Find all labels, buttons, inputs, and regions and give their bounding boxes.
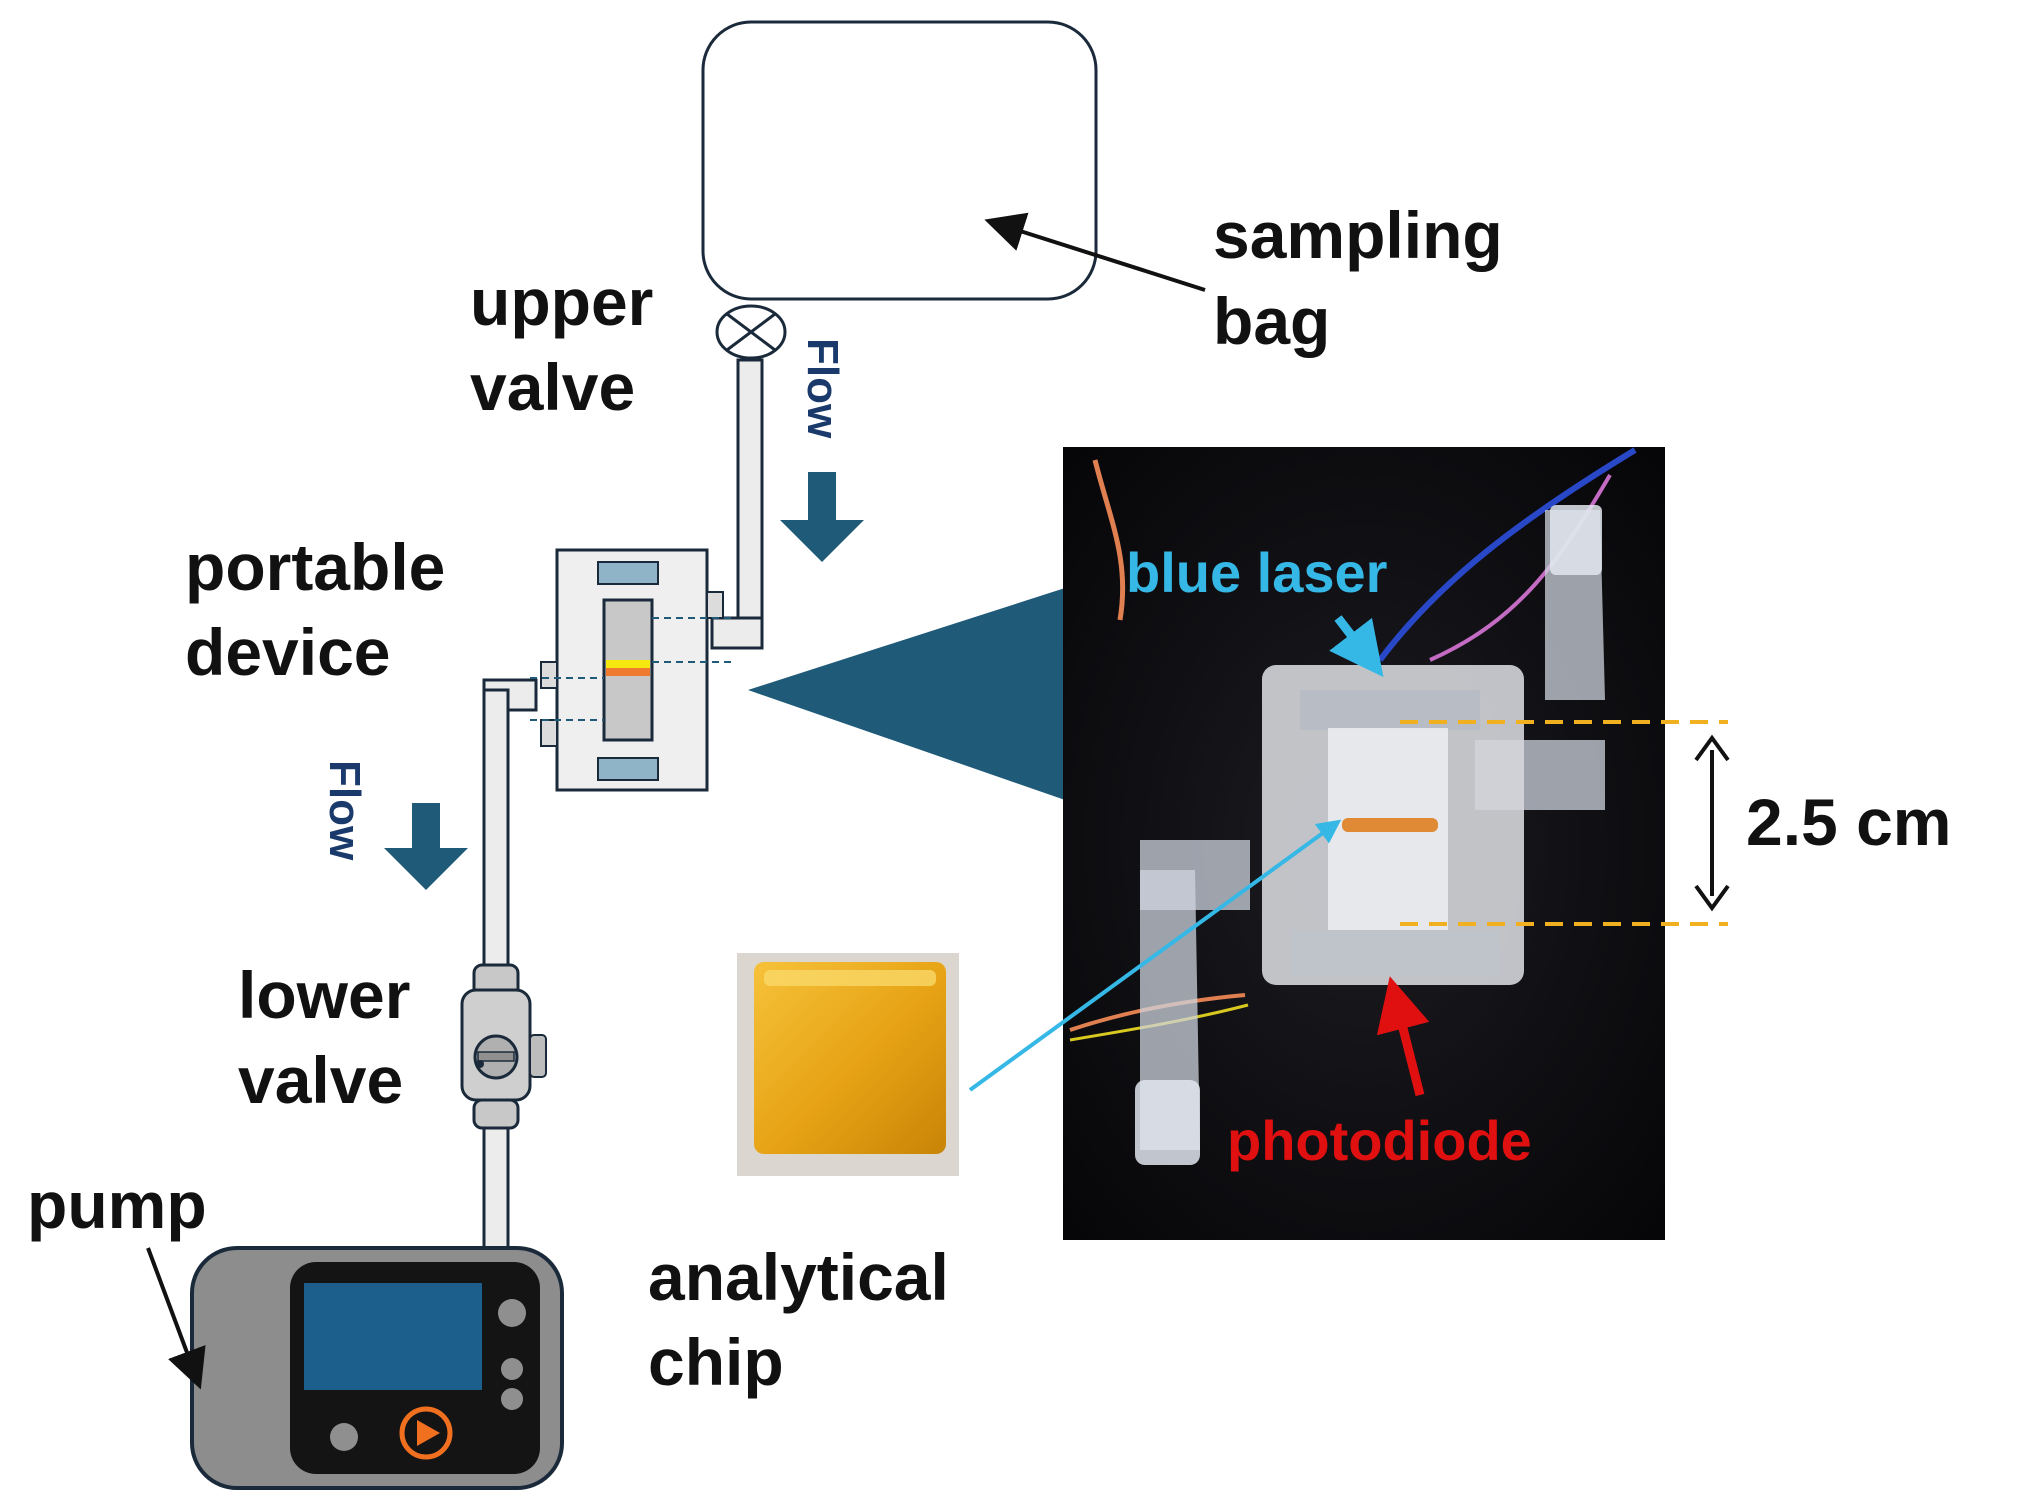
pump-pointer-arrow <box>146 1247 206 1390</box>
analytical-chip-label-line2: chip <box>648 1325 784 1399</box>
upper-valve-icon <box>715 304 787 360</box>
flow-arrow-upper <box>780 472 864 562</box>
lower-valve-label-line2: valve <box>238 1043 403 1117</box>
sampling-bag <box>701 20 1098 301</box>
lower-valve-label-line1: lower <box>238 958 410 1032</box>
photodiode-label: photodiode <box>1227 1109 1532 1172</box>
upper-valve-label-line1: upper <box>470 265 653 339</box>
portable-device-icon <box>530 548 735 792</box>
callout-wedge <box>748 588 1065 800</box>
upper-valve-label-line2: valve <box>470 350 635 424</box>
sampling-bag-pointer-arrow <box>984 212 1206 292</box>
blue-laser-label: blue laser <box>1126 541 1387 604</box>
blue-laser-pointer-arrow <box>1329 615 1384 678</box>
dimension-marker <box>1400 720 1730 926</box>
analytical-chip-label-line1: analytical <box>648 1240 949 1314</box>
device-photo <box>1063 447 1665 1240</box>
pump-icon <box>190 1246 564 1490</box>
tubing <box>482 358 764 1252</box>
pump-label: pump <box>27 1168 207 1242</box>
portable-device-label-line1: portable <box>185 530 445 604</box>
lower-valve-icon <box>460 963 547 1130</box>
sampling-bag-label-line2: bag <box>1213 284 1330 358</box>
analytical-chip-photo <box>737 953 959 1176</box>
photodiode-pointer-arrow <box>1376 976 1430 1097</box>
chip-pointer-line <box>968 819 1342 1092</box>
sampling-bag-label-line1: sampling <box>1213 198 1503 272</box>
flow-arrow-lower <box>384 803 468 890</box>
dimension-label: 2.5 cm <box>1746 785 1951 859</box>
portable-device-label-line2: device <box>185 615 390 689</box>
flow-label-lower: Flow <box>320 760 369 861</box>
flow-label-upper: Flow <box>798 338 847 439</box>
